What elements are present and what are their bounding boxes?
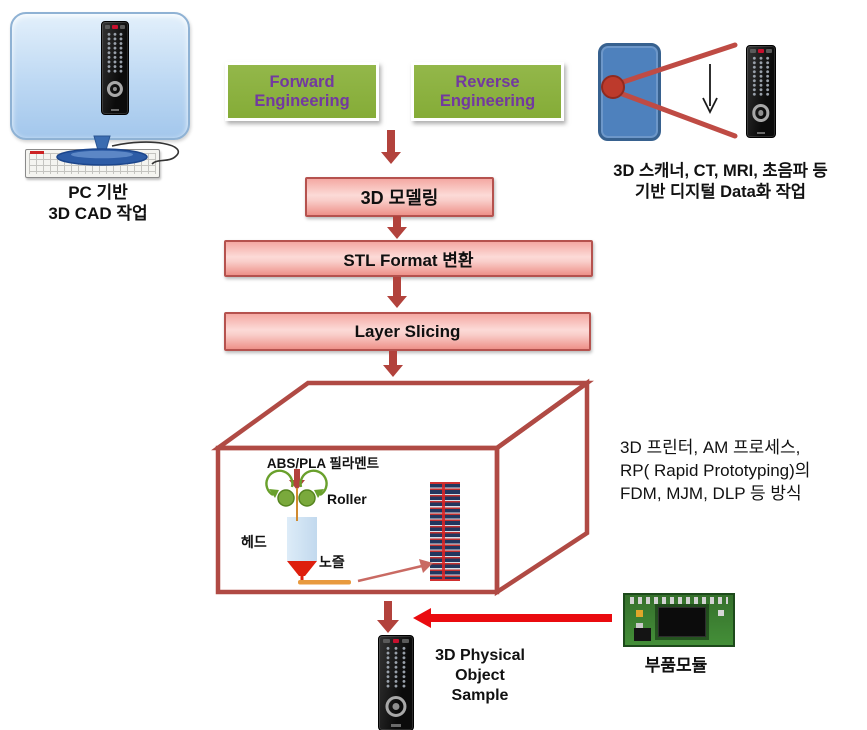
sample-caption: 3D Physical Object Sample — [435, 647, 525, 704]
nozzle-shape — [287, 561, 317, 576]
modeling-box: 3D 모델링 — [305, 177, 494, 217]
arrow-slicing-to-printer — [383, 351, 403, 377]
scan-direction-arrowhead — [702, 97, 718, 115]
remote-top-buttons — [750, 49, 772, 54]
remote-foot — [390, 724, 402, 728]
arrow-modeling-to-stl — [387, 216, 407, 239]
keyboard-keys — [29, 153, 156, 174]
roller-label: Roller — [327, 491, 367, 507]
arrow-stl-to-slicing — [387, 277, 407, 308]
printer-description: 3D 프린터, AM 프로세스, RP( Rapid Prototyping)의… — [620, 438, 811, 503]
head-label: 헤드 — [241, 534, 267, 550]
remote-button-grid — [105, 32, 125, 74]
remote-control-image-scan-target — [746, 45, 776, 138]
arrow-to-modeling — [381, 130, 401, 164]
forward-engineering-box: Forward Engineering — [225, 62, 379, 121]
reverse-engineering-box: Reverse Engineering — [411, 62, 564, 121]
pcb-component — [635, 622, 644, 630]
print-head — [287, 517, 317, 561]
nozzle-label: 노즐 — [319, 554, 345, 570]
remote-button-grid — [383, 646, 409, 689]
stl-format-box: STL Format 변환 — [224, 240, 593, 277]
pcb-module-image — [623, 593, 735, 647]
cube-right-face — [494, 378, 590, 597]
roller-rotation-arc-left — [265, 469, 294, 497]
arrow-printer-to-sample — [377, 601, 399, 633]
roller-left — [277, 489, 295, 507]
scanner-body — [598, 43, 661, 141]
remote-foot — [756, 131, 766, 135]
remote-control-image-printed-sample — [378, 635, 414, 730]
pcb-pads — [630, 597, 728, 604]
filament-arrow — [289, 469, 305, 490]
remote-button-grid — [750, 56, 772, 97]
remote-control-image-monitor — [101, 21, 129, 115]
remote-dpad — [385, 696, 407, 718]
remote-top-buttons — [383, 639, 409, 644]
sliced-layers-stack — [430, 482, 460, 581]
printer-cube — [211, 378, 594, 597]
cube-top-face — [211, 380, 594, 451]
roller-arc-arrowhead — [269, 489, 279, 498]
filament-label: ABS/PLA 필라멘트 — [266, 456, 380, 471]
remote-foot — [110, 108, 120, 112]
roller-rotation-arc-right — [299, 469, 328, 497]
pcb-component — [717, 610, 725, 616]
module-label: 부품모듈 — [644, 656, 708, 675]
scanner-caption: 3D 스캐너, CT, MRI, 초음파 등 기반 디지털 Data화 작업 — [613, 162, 828, 201]
pcb-chip — [658, 607, 706, 637]
remote-dpad — [752, 104, 770, 122]
computer-monitor — [10, 12, 190, 140]
layer-slicing-box: Layer Slicing — [224, 312, 591, 351]
print-bed — [298, 580, 351, 585]
arrow-module-to-sample — [413, 608, 612, 628]
arrow-bed-to-layers — [357, 564, 423, 583]
keyboard — [25, 149, 160, 178]
roller-right — [298, 489, 316, 507]
remote-top-buttons — [105, 25, 125, 30]
roller-arc-arrowhead — [314, 489, 324, 498]
pcb-component — [635, 610, 644, 617]
pc-caption: PC 기반 3D CAD 작업 — [48, 183, 148, 223]
keyboard-logo — [30, 151, 44, 154]
remote-dpad — [106, 80, 124, 97]
pcb-component — [633, 628, 651, 641]
